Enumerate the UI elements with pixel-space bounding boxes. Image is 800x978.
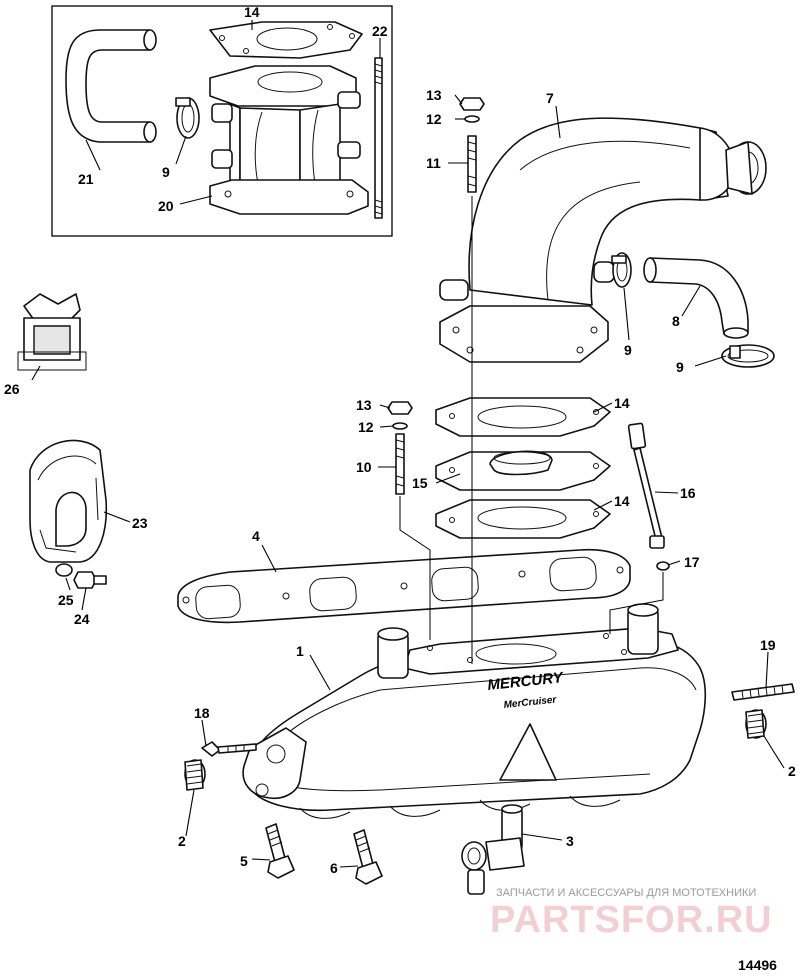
- callout-14-upper: 14: [614, 395, 630, 411]
- elbow-fitting-3: [461, 804, 525, 895]
- callout-10: 10: [356, 459, 372, 475]
- leader-lines: [31, 20, 785, 868]
- washer-12-lower: [392, 422, 408, 430]
- nut-13-lower: [387, 401, 413, 415]
- screw-18: [201, 741, 257, 757]
- callout-20: 20: [158, 198, 174, 214]
- callout-12-lower: 12: [358, 419, 374, 435]
- callout-6: 6: [330, 860, 338, 876]
- exhaust-elbow-7: [439, 117, 767, 363]
- plate-gasket-23: [29, 439, 108, 563]
- callout-9-upper: 9: [624, 342, 632, 358]
- figure-number: 14496: [738, 957, 777, 973]
- callout-4: 4: [252, 528, 260, 544]
- pipe-plug-2-right: [745, 709, 767, 739]
- callout-23: 23: [132, 515, 148, 531]
- bolt-24: [73, 571, 107, 589]
- callout-24: 24: [74, 611, 90, 627]
- hose-8: [649, 257, 749, 335]
- callout-3: 3: [566, 833, 574, 849]
- callout-1: 1: [296, 643, 304, 659]
- callout-8: 8: [672, 313, 680, 329]
- callout-17: 17: [684, 554, 700, 570]
- callout-11: 11: [426, 155, 441, 171]
- stud-10: [395, 433, 405, 495]
- watermark-line1: ЗАПЧАСТИ И АКСЕССУАРЫ ДЛЯ МОТОТЕХНИКИ: [496, 887, 756, 899]
- callout-15: 15: [412, 475, 428, 491]
- pipe-plug-2-left: [184, 759, 206, 791]
- flapper-valve-26: [17, 293, 87, 371]
- spacer-plate-15: [435, 450, 611, 491]
- callout-9-inset: 9: [162, 164, 170, 180]
- hose-clamp-9-lower: [721, 344, 775, 368]
- callout-2-left: 2: [178, 833, 186, 849]
- inset-frame: [51, 5, 393, 237]
- o-ring-17: [656, 561, 670, 571]
- hose-clamp-9-inset: [175, 97, 200, 139]
- callout-labels: 14 22 21 9 20 13 12 11 7 9 8 9 13 12 10 …: [4, 4, 796, 876]
- callout-9-lower: 9: [676, 359, 684, 375]
- bolt-6: [353, 829, 383, 885]
- callout-14-inset: 14: [244, 4, 260, 20]
- callout-5: 5: [240, 853, 248, 869]
- nut-13-upper: [459, 97, 485, 111]
- callout-26: 26: [4, 381, 20, 397]
- washer-12-upper: [464, 115, 480, 123]
- stud-11: [467, 135, 477, 193]
- callout-21: 21: [78, 171, 94, 187]
- bolt-5: [265, 823, 295, 879]
- callout-16: 16: [680, 485, 696, 501]
- exhaust-manifold-1: [242, 603, 707, 819]
- callout-13-upper: 13: [426, 87, 442, 103]
- gasket-14-lower: [435, 499, 611, 539]
- callout-13-lower: 13: [356, 397, 372, 413]
- callout-25: 25: [58, 592, 74, 608]
- gasket-14-upper: [435, 397, 611, 437]
- callout-22: 22: [372, 23, 388, 39]
- manifold-gasket-4: [177, 548, 631, 624]
- washer-25: [55, 563, 73, 577]
- hose-u-21: [65, 29, 151, 143]
- hose-clamp-9-upper: [611, 252, 632, 288]
- stud-19: [731, 683, 795, 701]
- temperature-sensor-16: [627, 422, 665, 549]
- callout-2-right: 2: [788, 763, 796, 779]
- callout-18: 18: [194, 705, 210, 721]
- callout-7: 7: [546, 90, 554, 106]
- callout-14-lower: 14: [614, 493, 630, 509]
- stud-22: [374, 57, 383, 219]
- callout-19: 19: [760, 637, 776, 653]
- riser-block-20: [209, 65, 369, 215]
- callout-12-upper: 12: [426, 111, 442, 127]
- gasket-14-inset: [209, 21, 363, 59]
- watermark-line2: PARTSFOR.RU: [490, 899, 773, 941]
- alignment-lines: [399, 196, 664, 664]
